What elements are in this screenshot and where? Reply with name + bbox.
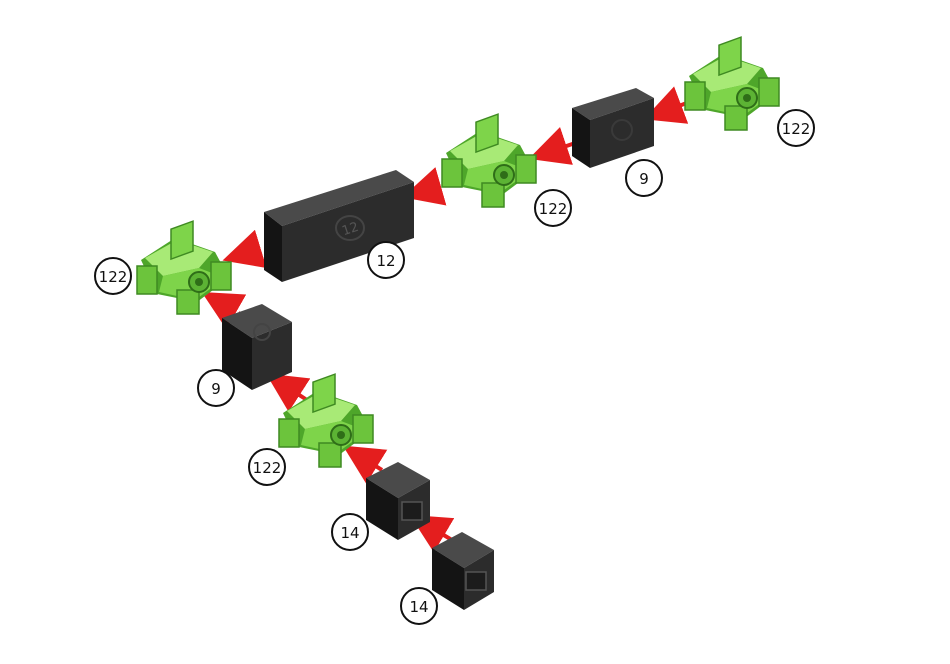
hub-122-top-right — [685, 37, 779, 130]
arrow-block-14a-to-hub-d — [353, 452, 382, 470]
hub-122-lower — [279, 374, 373, 467]
block-9-top — [572, 88, 654, 168]
block-9-left — [222, 304, 292, 390]
block-14-b — [432, 532, 494, 610]
label-text: 9 — [639, 170, 649, 188]
label-text: 122 — [539, 200, 568, 218]
label-text: 122 — [253, 459, 282, 477]
label-block-12: 12 — [368, 242, 404, 278]
label-text: 12 — [376, 252, 395, 270]
label-block-9-top: 9 — [626, 160, 662, 196]
label-hub-a: 122 — [778, 110, 814, 146]
label-block-14-b: 14 — [401, 588, 437, 624]
label-hub-b: 122 — [535, 190, 571, 226]
arrow-hub-d-to-block-9-left — [276, 380, 307, 400]
hub-122-upper-middle — [442, 114, 536, 207]
label-hub-d: 122 — [249, 449, 285, 485]
label-block-9-left: 9 — [198, 370, 234, 406]
label-text: 122 — [782, 120, 811, 138]
label-text: 122 — [99, 268, 128, 286]
label-hub-c: 122 — [95, 258, 131, 294]
label-text: 14 — [340, 524, 359, 542]
label-text: 9 — [211, 380, 221, 398]
label-block-14-a: 14 — [332, 514, 368, 550]
block-14-a — [366, 462, 430, 540]
label-text: 14 — [409, 598, 428, 616]
